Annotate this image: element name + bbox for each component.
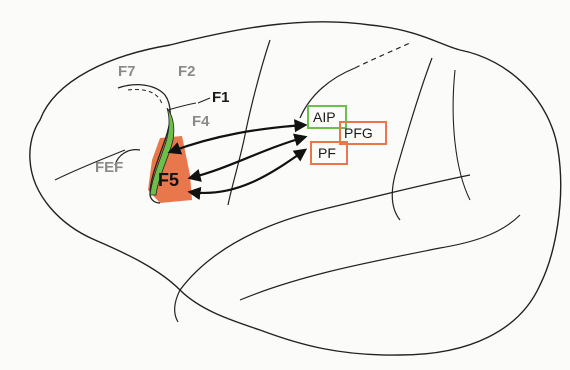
- label-fef: FEF: [95, 159, 123, 176]
- temporal-lobe-boundary: [175, 290, 180, 322]
- label-f7: F7: [118, 63, 136, 80]
- label-aip: AIP: [313, 109, 336, 125]
- label-f1: F1: [212, 89, 230, 106]
- label-pf: PF: [318, 145, 336, 161]
- label-f5: F5: [158, 170, 179, 190]
- label-pfg: PFG: [344, 125, 373, 141]
- label-f2: F2: [178, 63, 196, 80]
- label-f4: F4: [192, 113, 210, 130]
- brain-outline: [30, 22, 561, 355]
